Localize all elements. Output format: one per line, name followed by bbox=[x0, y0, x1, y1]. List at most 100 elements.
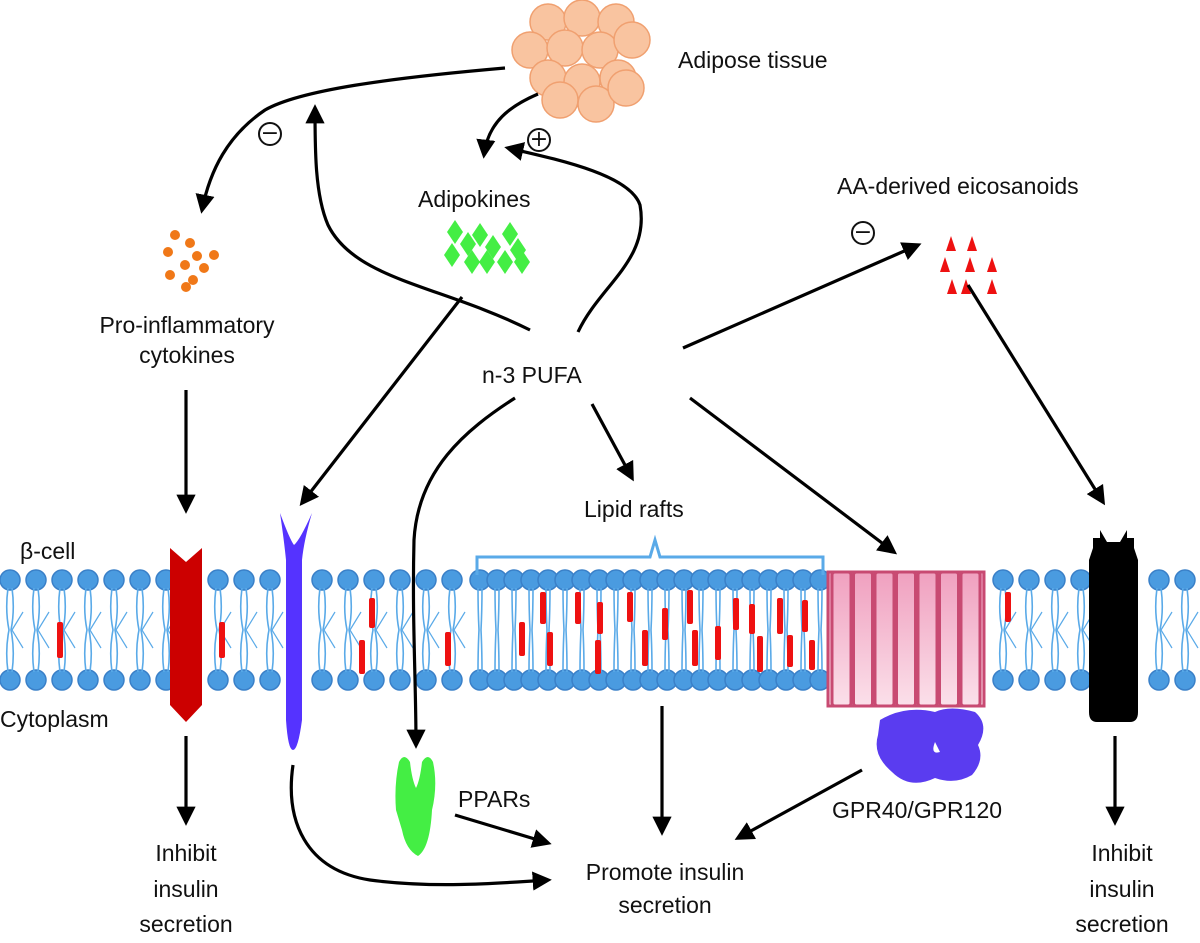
cholesterol-mark bbox=[540, 592, 546, 624]
lipid-head bbox=[207, 569, 229, 591]
lipid-tail bbox=[514, 587, 517, 673]
lipid-head bbox=[1174, 569, 1196, 591]
gpr-helix bbox=[852, 570, 874, 708]
adipocyte bbox=[607, 69, 645, 107]
lipid-tail bbox=[633, 587, 636, 673]
gpr-helix bbox=[916, 570, 939, 708]
cholesterol-mark bbox=[575, 592, 581, 624]
cytokine-dot bbox=[181, 282, 191, 292]
cholesterol-mark bbox=[777, 598, 783, 634]
lipid-head bbox=[415, 569, 437, 591]
lipid-head bbox=[0, 669, 21, 691]
lipid-tail bbox=[1159, 587, 1164, 673]
arrow-adipose-to-adipokines bbox=[476, 92, 539, 159]
lipid-tail bbox=[317, 587, 322, 673]
lipid-head bbox=[77, 569, 99, 591]
eicosanoid-triangle bbox=[947, 279, 957, 294]
lipid-tail bbox=[494, 587, 497, 673]
lipid-tail bbox=[562, 587, 565, 673]
cholesterol-mark bbox=[662, 608, 668, 640]
label-lipid-rafts: Lipid rafts bbox=[584, 496, 684, 522]
label-adipose-tissue: Adipose tissue bbox=[678, 47, 828, 73]
arrow-ppar-to-promote bbox=[454, 813, 552, 848]
ppar-icon bbox=[395, 757, 436, 856]
lipid-head bbox=[233, 669, 255, 691]
lipid-head bbox=[1174, 669, 1196, 691]
label-inhibit-left: Inhibit insulin secretion bbox=[130, 836, 242, 943]
cholesterol-mark bbox=[787, 635, 793, 667]
lipid-tail bbox=[374, 587, 379, 673]
arrow-adipose-to-cytokines bbox=[195, 66, 506, 214]
adipocyte bbox=[613, 21, 651, 59]
adipokine-diamond bbox=[444, 243, 460, 267]
lipid-head bbox=[103, 569, 125, 591]
arrow-receptor-to-promote bbox=[289, 764, 552, 891]
g-protein-icon bbox=[876, 708, 984, 783]
lipid-head bbox=[441, 569, 463, 591]
cholesterol-mark bbox=[57, 622, 63, 658]
cytokine-dot bbox=[199, 263, 209, 273]
lipid-tail bbox=[667, 587, 670, 673]
lipid-head bbox=[25, 669, 47, 691]
cholesterol-mark bbox=[519, 622, 525, 656]
label-promote-line2: secretion bbox=[618, 892, 712, 919]
label-inhibit-left-line2: insulin bbox=[153, 875, 219, 902]
lipid-head bbox=[129, 669, 151, 691]
lipid-tail bbox=[400, 587, 405, 673]
lipid-tail bbox=[511, 587, 514, 673]
lipid-tail bbox=[497, 587, 500, 673]
adipokine-diamond bbox=[514, 250, 530, 274]
adipokine-diamond bbox=[464, 250, 480, 274]
lipid-head bbox=[259, 569, 281, 591]
lipid-head bbox=[389, 669, 411, 691]
lipid-tail bbox=[213, 587, 218, 673]
lipid-head bbox=[311, 669, 333, 691]
lipid-head bbox=[389, 569, 411, 591]
adipokine-diamond bbox=[479, 250, 495, 274]
lipid-tail bbox=[426, 587, 431, 673]
lipid-head bbox=[103, 669, 125, 691]
lipid-tail bbox=[817, 587, 820, 673]
cholesterol-mark bbox=[1005, 592, 1011, 622]
lipid-head bbox=[1148, 569, 1170, 591]
cytokine-dot bbox=[163, 247, 173, 257]
lipid-head bbox=[1044, 569, 1066, 591]
arrow-pufa-to-lipid-rafts bbox=[590, 403, 634, 482]
cholesterol-mark bbox=[749, 604, 755, 634]
lipid-tail bbox=[681, 587, 684, 673]
cytokine-dot bbox=[180, 260, 190, 270]
arrow-gprotein-to-promote bbox=[734, 768, 863, 840]
lipid-tail-link bbox=[453, 611, 466, 649]
label-promote-line1: Promote insulin bbox=[585, 859, 745, 885]
lipid-tail bbox=[820, 587, 823, 673]
lipid-tail bbox=[36, 587, 41, 673]
lipid-tail bbox=[582, 587, 585, 673]
gpr-helix bbox=[895, 570, 917, 708]
label-n3-pufa: n-3 PUFA bbox=[482, 362, 582, 388]
cholesterol-mark bbox=[642, 630, 648, 666]
lipid-tail bbox=[783, 587, 786, 673]
adipokine-diamond bbox=[497, 250, 513, 274]
lipid-tail bbox=[1154, 587, 1159, 673]
lipid-head bbox=[415, 669, 437, 691]
arrow-pufa-to-adipose bbox=[305, 104, 531, 332]
lipid-tail bbox=[10, 587, 15, 673]
eicosanoid-receptor-black bbox=[1089, 530, 1138, 722]
lipid-tail bbox=[613, 587, 616, 673]
cytokine-dot bbox=[188, 275, 198, 285]
lipid-head bbox=[233, 569, 255, 591]
lipid-head bbox=[25, 569, 47, 591]
lipid-tail-link bbox=[401, 611, 414, 649]
lipid-head bbox=[992, 669, 1014, 691]
label-adipokines: Adipokines bbox=[418, 186, 531, 212]
lipid-head bbox=[207, 669, 229, 691]
adipokine-diamond bbox=[447, 220, 463, 244]
inhibit-sign-eicosanoid-icon: − bbox=[851, 221, 875, 245]
lipid-tail bbox=[528, 587, 531, 673]
lipid-head bbox=[129, 569, 151, 591]
cholesterol-mark bbox=[687, 590, 693, 624]
label-inhibit-right-line2: insulin bbox=[1089, 875, 1155, 902]
cholesterol-mark bbox=[369, 598, 375, 628]
eicosanoid-triangle bbox=[987, 257, 997, 272]
lipid-tail bbox=[769, 587, 772, 673]
